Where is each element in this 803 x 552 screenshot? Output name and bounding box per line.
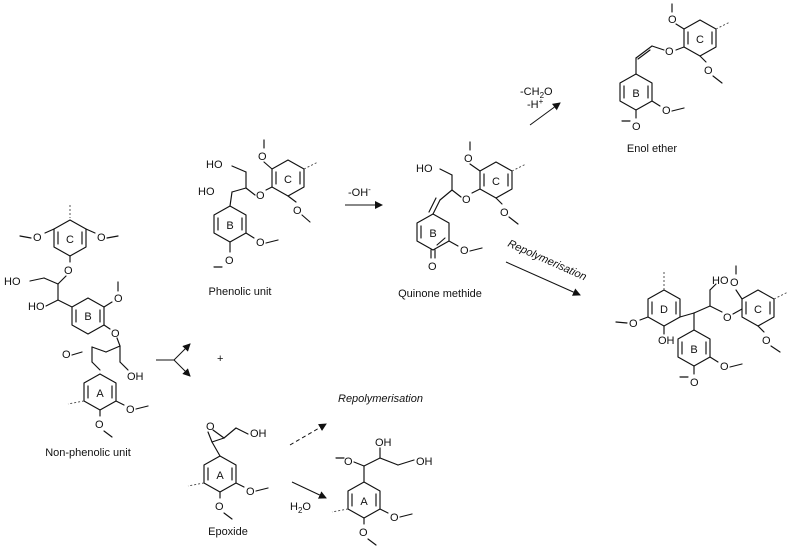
methoxy-o: O bbox=[215, 501, 224, 513]
epoxide-o: O bbox=[206, 421, 215, 433]
carbonyl-o: O bbox=[428, 261, 437, 273]
hydroxyl-oh: OH bbox=[127, 371, 144, 383]
hydroxyl-ho: HO bbox=[198, 186, 215, 198]
ring-c-label: C bbox=[284, 174, 292, 186]
ring-b-label: B bbox=[632, 88, 639, 100]
condensed-product: D O OH HO O C O O B O bbox=[615, 265, 789, 389]
ring-c-label: C bbox=[492, 176, 500, 188]
methoxy-o: O bbox=[762, 335, 771, 347]
methoxy-o: O bbox=[662, 105, 671, 117]
hydroxyl-ho: HO bbox=[416, 163, 433, 175]
ring-a-label: A bbox=[360, 496, 368, 508]
diol-product: O OH OH A O O bbox=[331, 437, 433, 546]
methoxy-o: O bbox=[33, 232, 42, 244]
label-repolymerisation-top: Repolymerisation bbox=[506, 238, 589, 284]
ether-o: O bbox=[665, 46, 674, 58]
methoxy-o: O bbox=[390, 512, 399, 524]
phenolic-unit: C O O O HO HO B O O bbox=[198, 139, 319, 268]
ring-b-label: B bbox=[226, 220, 233, 232]
methoxy-o: O bbox=[629, 318, 638, 330]
methoxy-o: O bbox=[460, 245, 469, 257]
plus-sign: + bbox=[217, 353, 223, 365]
methoxy-o: O bbox=[464, 153, 473, 165]
methoxy-o: O bbox=[246, 486, 255, 498]
condition-minus-ch2o: -CH2O bbox=[520, 86, 553, 100]
methoxy-o: O bbox=[730, 277, 739, 289]
methoxy-o: O bbox=[720, 361, 729, 373]
split-arrow bbox=[156, 343, 191, 377]
methoxy-o: O bbox=[359, 527, 368, 539]
arrow-to-enol-ether bbox=[529, 102, 561, 126]
phenolate-o: O bbox=[632, 121, 641, 133]
methoxy-o: O bbox=[97, 232, 106, 244]
methoxy-o: O bbox=[704, 65, 713, 77]
epoxide: O OH A O O bbox=[187, 421, 269, 520]
methoxy-o: O bbox=[256, 237, 265, 249]
hydroxyl-ho: HO bbox=[4, 276, 21, 288]
phenolate-o: O bbox=[690, 377, 699, 389]
phenolate-o: O bbox=[225, 255, 234, 267]
arrow-repolymerisation-bottom bbox=[289, 423, 327, 446]
ring-c-label: C bbox=[696, 34, 704, 46]
ring-b-label: B bbox=[690, 344, 697, 356]
methoxy-o: O bbox=[62, 349, 71, 361]
caption-epoxide: Epoxide bbox=[208, 526, 248, 538]
quinone-methide: C O O O HO B O O bbox=[416, 141, 527, 273]
ether-o: O bbox=[462, 194, 471, 206]
ether-o: O bbox=[111, 328, 120, 340]
methoxy-o: O bbox=[500, 207, 509, 219]
hydroxyl-oh: OH bbox=[416, 456, 433, 468]
hydroxyl-ho: HO bbox=[712, 275, 729, 287]
caption-non-phenolic: Non-phenolic unit bbox=[45, 447, 131, 459]
label-repolymerisation-bottom: Repolymerisation bbox=[338, 393, 423, 405]
caption-phenolic: Phenolic unit bbox=[209, 286, 272, 298]
hydroxyl-ho: HO bbox=[206, 159, 223, 171]
ether-o: O bbox=[256, 190, 265, 202]
ring-a-label: A bbox=[96, 388, 104, 400]
methoxy-o: O bbox=[344, 456, 353, 468]
arrow-hydrolysis bbox=[291, 481, 327, 499]
non-phenolic-unit: C O O O HO HO B O O O bbox=[4, 205, 149, 438]
ether-o: O bbox=[723, 312, 732, 324]
caption-quinone: Quinone methide bbox=[398, 288, 482, 300]
ring-a-label: A bbox=[216, 470, 224, 482]
methoxy-o: O bbox=[293, 205, 302, 217]
ring-b-label: B bbox=[429, 228, 436, 240]
hydroxyl-oh: OH bbox=[250, 428, 267, 440]
condition-water: H2O bbox=[290, 501, 311, 515]
ring-c-label: C bbox=[66, 234, 74, 246]
hydroxyl-oh: OH bbox=[658, 335, 675, 347]
hydroxyl-oh: OH bbox=[375, 437, 392, 449]
ether-o: O bbox=[64, 265, 73, 277]
methoxy-o: O bbox=[95, 419, 104, 431]
ring-d-label: D bbox=[660, 304, 668, 316]
ring-c-label: C bbox=[754, 304, 762, 316]
arrow-repolymerisation-top bbox=[505, 261, 581, 296]
methoxy-o: O bbox=[126, 404, 135, 416]
methoxy-o: O bbox=[668, 14, 677, 26]
ring-b-label: B bbox=[84, 311, 91, 323]
hydroxyl-ho: HO bbox=[28, 301, 45, 313]
caption-enol-ether: Enol ether bbox=[627, 143, 677, 155]
condition-minus-oh: -OH- bbox=[348, 185, 371, 199]
condition-minus-h: -H+ bbox=[527, 97, 544, 111]
methoxy-o: O bbox=[258, 151, 267, 163]
methoxy-o: O bbox=[114, 293, 123, 305]
enol-ether: C O O O B O O bbox=[619, 3, 731, 133]
